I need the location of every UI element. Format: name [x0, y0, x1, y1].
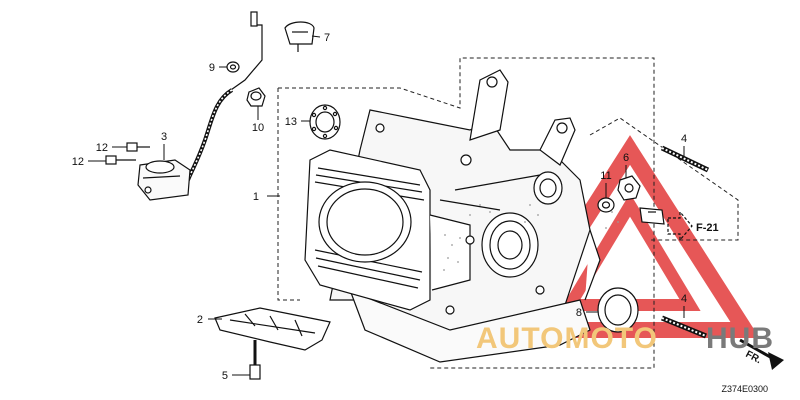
guide-plate-part [214, 307, 331, 351]
callout-label: 11 [600, 170, 611, 182]
washer-part [226, 61, 240, 73]
oil-seal-part [597, 287, 639, 333]
callout-label: 7 [324, 32, 330, 44]
watermark-word-a: AUTOMOTO [476, 322, 658, 355]
callout-label: 12 [72, 156, 84, 168]
callout-label: 1 [253, 191, 259, 203]
callout-label: 2 [197, 314, 203, 326]
watermark-text: AUTOMOTO HUB [476, 322, 774, 355]
assembly-outline [277, 57, 739, 369]
watermark-word-b: HUB [706, 322, 774, 355]
bolt-6-part [617, 175, 641, 201]
sensor-bracket [639, 207, 665, 225]
callout-label: 4 [681, 293, 687, 305]
oil-sensor-part [137, 11, 263, 201]
bolt-5-part [249, 340, 261, 380]
callout-label: 13 [285, 116, 297, 128]
front-direction-arrow [739, 338, 784, 370]
callout-label: 6 [623, 152, 629, 164]
callout-label: 10 [252, 122, 264, 134]
reference-label: F-21 [696, 222, 719, 234]
callout-label: 4 [681, 133, 687, 145]
stud-part [660, 145, 710, 339]
bolt-part [105, 142, 150, 165]
washer-11-part [597, 197, 615, 213]
plug-part [246, 87, 266, 107]
callout-label: 9 [209, 62, 215, 74]
casting-texture [443, 204, 619, 271]
cylinder-barrel [304, 69, 601, 363]
callout-labels: 1 2 3 4 4 5 6 7 8 9 10 11 12 12 13 [72, 32, 687, 382]
leader-lines [88, 35, 685, 376]
reference-arrow [667, 210, 693, 242]
callout-label: 5 [222, 370, 228, 382]
callout-label: 8 [576, 307, 582, 319]
callout-label: 12 [96, 142, 108, 154]
clamp-part [284, 21, 315, 52]
drawing-code: Z374E0300 [721, 384, 768, 394]
bearing-part [309, 104, 341, 140]
callout-label: 3 [161, 131, 167, 143]
